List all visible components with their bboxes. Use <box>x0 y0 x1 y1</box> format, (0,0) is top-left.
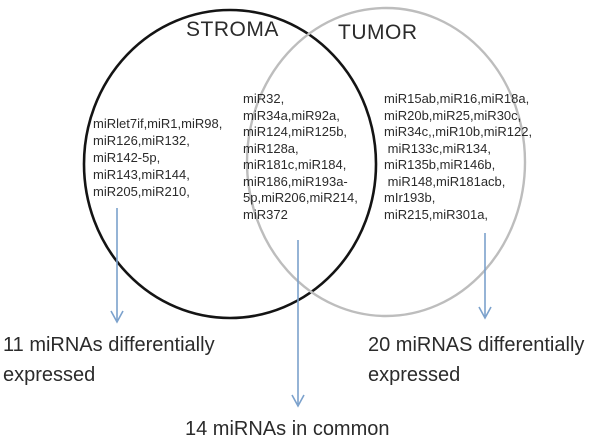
common-mirna-list: miR32, miR34a,miR92a, miR124,miR125b, mi… <box>243 91 358 222</box>
common-down-arrow-icon <box>291 240 305 408</box>
stroma-down-arrow-icon <box>110 208 124 324</box>
tumor-circle-label: TUMOR <box>338 21 418 44</box>
tumor-count-label: 20 miRNAS differentially expressed <box>368 334 585 386</box>
tumor-circle <box>245 6 527 318</box>
stroma-circle <box>82 8 378 320</box>
tumor-down-arrow-icon <box>478 233 492 320</box>
stroma-only-mirna-list: miRlet7if,miR1,miR98, miR126,miR132, miR… <box>93 116 223 199</box>
stroma-circle-label: STROMA <box>186 18 279 41</box>
stroma-count-label: 11 miRNAs differentially expressed <box>3 334 215 386</box>
common-count-label: 14 miRNAs in common <box>185 418 390 440</box>
tumor-only-mirna-list: miR15ab,miR16,miR18a, miR20b,miR25,miR30… <box>384 91 533 222</box>
